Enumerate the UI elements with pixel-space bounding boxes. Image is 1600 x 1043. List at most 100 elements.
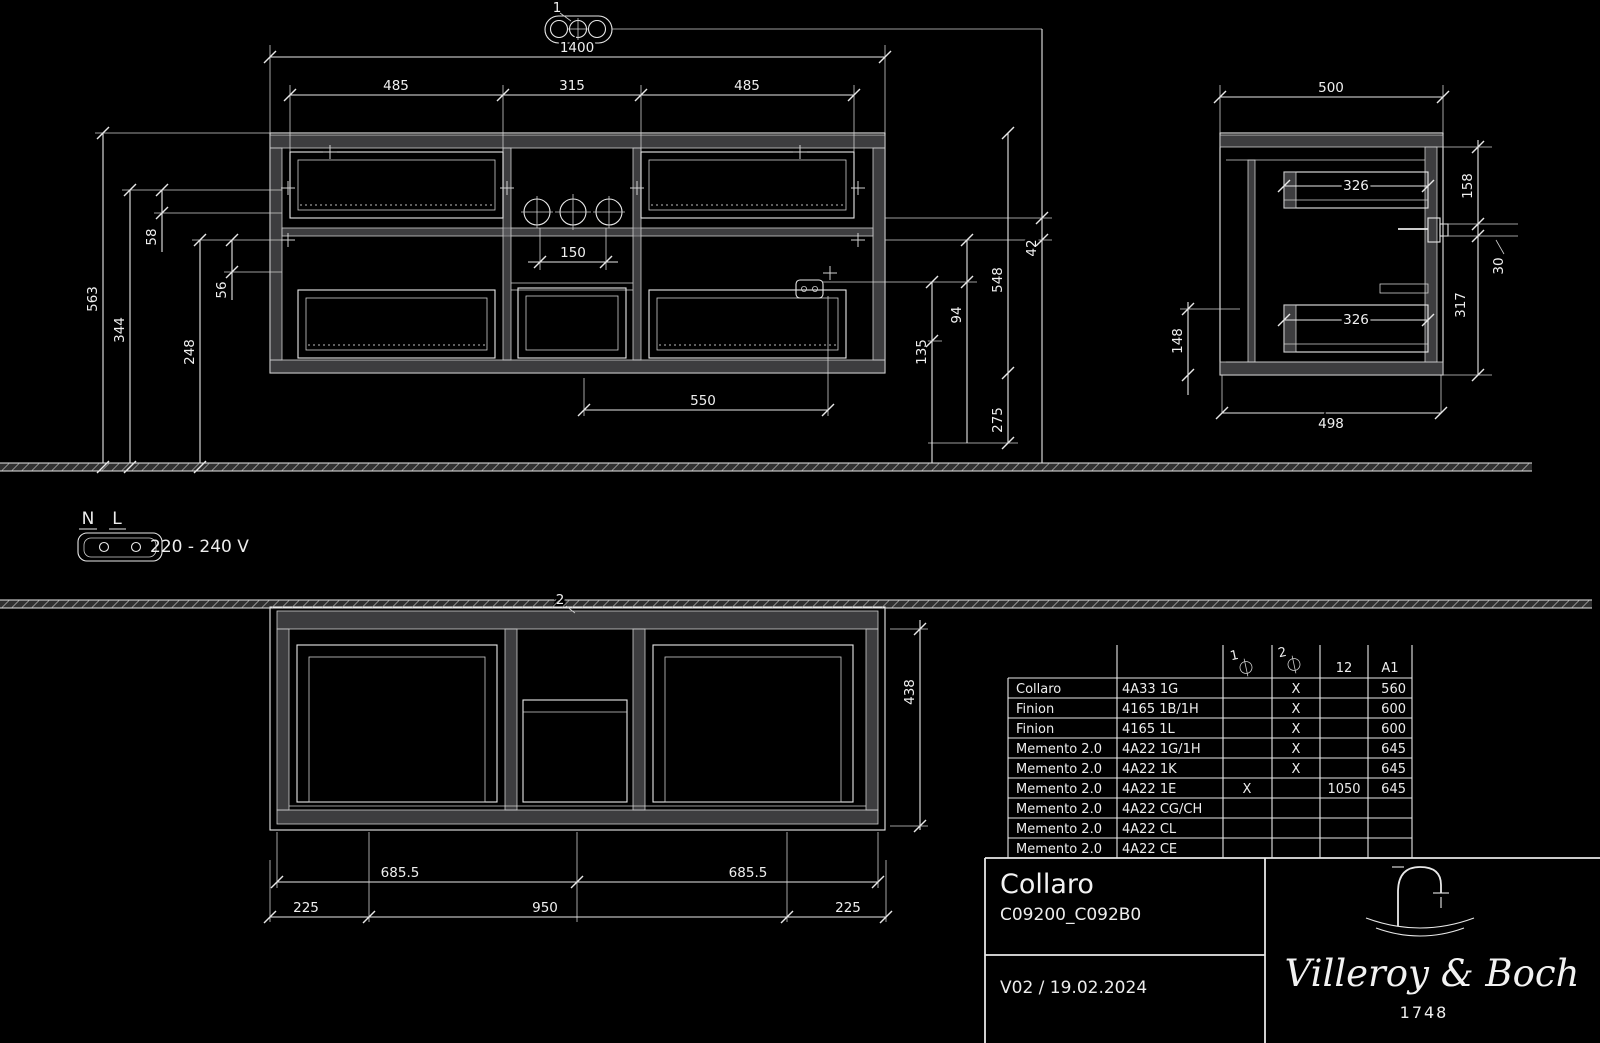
dim-drawer-lower: 326 <box>1343 312 1369 328</box>
plan-rear-rail <box>276 610 879 630</box>
dim-inner-depth: 438 <box>902 679 918 705</box>
svg-text:4A22 1E: 4A22 1E <box>1122 782 1176 797</box>
dim-height: 548 <box>990 267 1006 293</box>
dim-drawer-upper: 326 <box>1343 178 1369 194</box>
dim-center-span: 950 <box>532 900 558 916</box>
brand-year: 1748 <box>1400 1003 1449 1022</box>
marker-1: 1 <box>553 0 562 16</box>
dim-right-gap: 30 <box>1491 257 1507 274</box>
dimension-ticks <box>1 50 1590 924</box>
svg-text:Memento 2.0: Memento 2.0 <box>1016 842 1102 857</box>
svg-text:645: 645 <box>1381 742 1406 757</box>
svg-text:4A22 1G/1H: 4A22 1G/1H <box>1122 742 1201 757</box>
top-panel <box>269 134 886 149</box>
left-side-panel <box>269 147 283 361</box>
dim-left-total: 563 <box>85 286 101 312</box>
dim-left-height: 148 <box>1170 328 1186 354</box>
terminal-l-label: L <box>112 509 122 529</box>
center-partition-right <box>632 147 642 361</box>
plan-right-wall <box>865 628 879 811</box>
svg-text:X: X <box>1292 762 1301 777</box>
dim-outlet-offset: 550 <box>690 393 716 409</box>
side-top-panel <box>1219 134 1444 148</box>
marker-2: 2 <box>556 592 565 608</box>
table-row: Finion 4165 1L X 600 <box>1015 721 1408 739</box>
article-code: C09200_C092B0 <box>1000 905 1141 925</box>
plan-left-wall <box>276 628 290 811</box>
dim-tap-spacing: 150 <box>560 245 586 261</box>
upper-right-drawer <box>640 151 855 219</box>
dim-right-bottom-side: 317 <box>1453 292 1469 318</box>
svg-text:645: 645 <box>1381 762 1406 777</box>
version-date: V02 / 19.02.2024 <box>1000 978 1147 998</box>
dim-right-top: 158 <box>1460 173 1476 199</box>
dim-overall-width: 1400 <box>560 40 594 56</box>
svg-text:4A22 CL: 4A22 CL <box>1122 822 1177 837</box>
plan-center-wall-right <box>632 628 646 811</box>
table-row: Memento 2.0 4A22 CE <box>1015 841 1179 859</box>
side-front-panel <box>1247 159 1256 363</box>
dim-depth-bottom: 498 <box>1318 416 1344 432</box>
svg-text:X: X <box>1292 682 1301 697</box>
svg-text:4A33 1G: 4A33 1G <box>1122 682 1178 697</box>
dim-half-left: 685.5 <box>381 865 420 881</box>
fountain-icon <box>1365 866 1475 937</box>
brand-name: Villeroy & Boch <box>1285 952 1580 995</box>
table-row: Collaro 4A33 1G X 560 <box>1015 681 1408 699</box>
svg-text:X: X <box>1292 702 1301 717</box>
plan-view: 2 438 685.5 685.5 225 950 225 <box>269 590 928 922</box>
svg-text:Memento 2.0: Memento 2.0 <box>1016 802 1102 817</box>
voltage-label: 220 - 240 V <box>150 537 249 557</box>
title-block: Collaro C09200_C092B0 V02 / 19.02.2024 V… <box>984 857 1600 1043</box>
front-view: 1 1400 485 315 485 150 550 <box>83 0 1052 467</box>
socket-icon <box>795 279 824 299</box>
dim-offset-right: 225 <box>835 900 861 916</box>
svg-text:560: 560 <box>1381 682 1406 697</box>
plan-center-drawer <box>522 699 628 803</box>
svg-text:X: X <box>1243 782 1252 797</box>
svg-text:600: 600 <box>1381 702 1406 717</box>
side-rail <box>1379 283 1429 294</box>
dim-right-inner-b: 94 <box>949 306 965 323</box>
terminal-n-label: N <box>82 509 95 529</box>
lower-right-drawer <box>648 289 847 359</box>
electrical-note: N L 220 - 240 V <box>77 509 249 562</box>
side-bottom-panel <box>1219 361 1444 376</box>
table-row: Memento 2.0 4A22 CG/CH <box>1015 801 1204 819</box>
bottom-panel <box>269 359 886 374</box>
header-12: 12 <box>1336 661 1353 676</box>
svg-text:Memento 2.0: Memento 2.0 <box>1016 762 1102 777</box>
power-socket-icon <box>77 532 163 562</box>
header-a1: A1 <box>1381 661 1398 676</box>
svg-text:4165 1L: 4165 1L <box>1122 722 1175 737</box>
center-drawer <box>517 287 627 359</box>
tap-holes <box>521 194 625 230</box>
mid-divider <box>281 227 874 237</box>
brand-logo: Villeroy & Boch 1748 <box>1285 866 1580 1022</box>
svg-text:Collaro: Collaro <box>1016 682 1061 697</box>
plan-front-panel <box>276 809 879 825</box>
dim-half-right: 685.5 <box>729 865 768 881</box>
table-row: Memento 2.0 4A22 1G/1H X 645 <box>1015 741 1408 759</box>
dim-section-left: 485 <box>383 78 409 94</box>
dim-left-inner: 248 <box>182 339 198 365</box>
svg-text:Finion: Finion <box>1016 722 1054 737</box>
svg-text:Memento 2.0: Memento 2.0 <box>1016 822 1102 837</box>
svg-text:600: 600 <box>1381 722 1406 737</box>
upper-left-drawer <box>289 151 504 219</box>
right-side-panel <box>872 147 886 361</box>
table-row: Memento 2.0 4A22 1E X 1050 645 <box>1015 781 1408 799</box>
table-row: Memento 2.0 4A22 CL <box>1015 821 1179 839</box>
center-partition-left <box>502 147 512 361</box>
svg-text:645: 645 <box>1381 782 1406 797</box>
svg-text:4165 1B/1H: 4165 1B/1H <box>1122 702 1199 717</box>
svg-text:1050: 1050 <box>1327 782 1360 797</box>
svg-text:X: X <box>1292 742 1301 757</box>
dim-front-gap: 42 <box>1024 239 1040 256</box>
svg-text:4A22 1K: 4A22 1K <box>1122 762 1177 777</box>
svg-text:4A22 CG/CH: 4A22 CG/CH <box>1122 802 1202 817</box>
dim-gap-bottom: 56 <box>214 281 230 298</box>
dim-depth-top: 500 <box>1318 80 1344 96</box>
